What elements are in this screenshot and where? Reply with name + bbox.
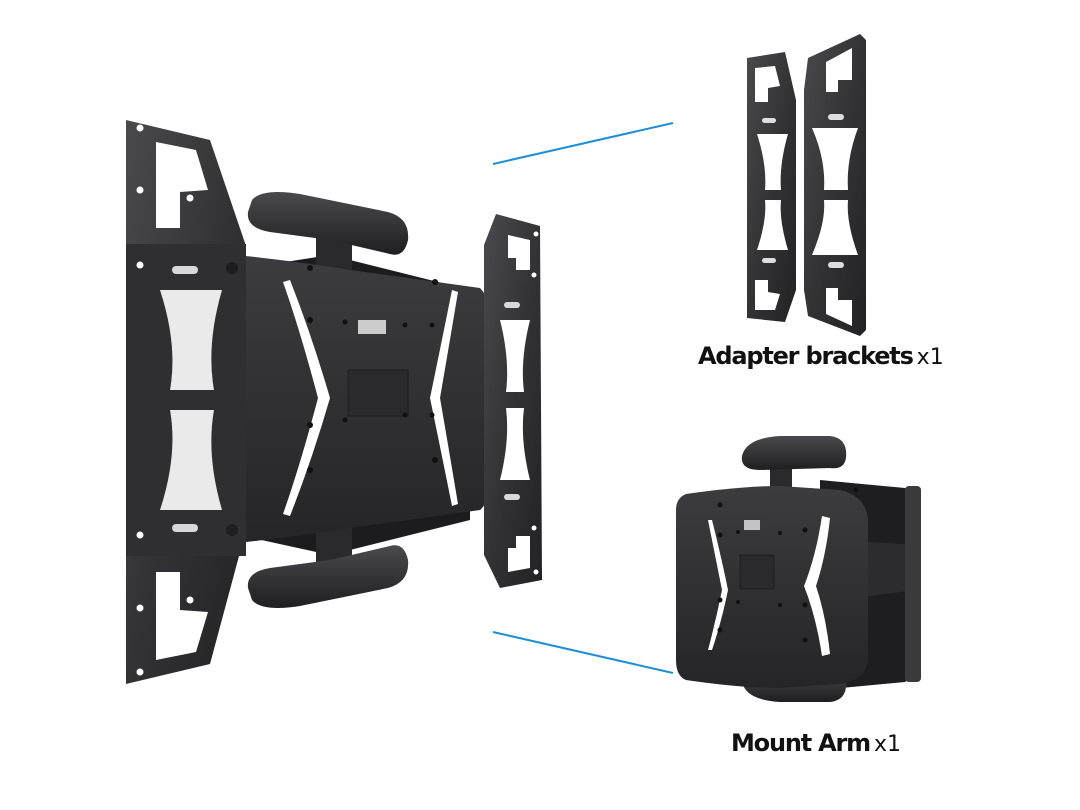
adapter-brackets-illustration bbox=[747, 34, 866, 336]
main-mount-illustration bbox=[126, 120, 542, 684]
mount-arm-quantity: x1 bbox=[874, 732, 902, 757]
attached-adapter-bracket bbox=[484, 214, 542, 588]
mount-arm-name: Mount Arm bbox=[731, 729, 871, 757]
callout-line-arm bbox=[492, 631, 674, 674]
left-wall-plate bbox=[126, 120, 246, 684]
vesa-plate bbox=[246, 256, 491, 542]
adapter-brackets-quantity: x1 bbox=[916, 345, 944, 370]
mount-arm-illustration bbox=[676, 436, 921, 702]
adapter-brackets-name: Adapter brackets bbox=[698, 342, 914, 370]
callout-line-adapter bbox=[492, 122, 674, 165]
